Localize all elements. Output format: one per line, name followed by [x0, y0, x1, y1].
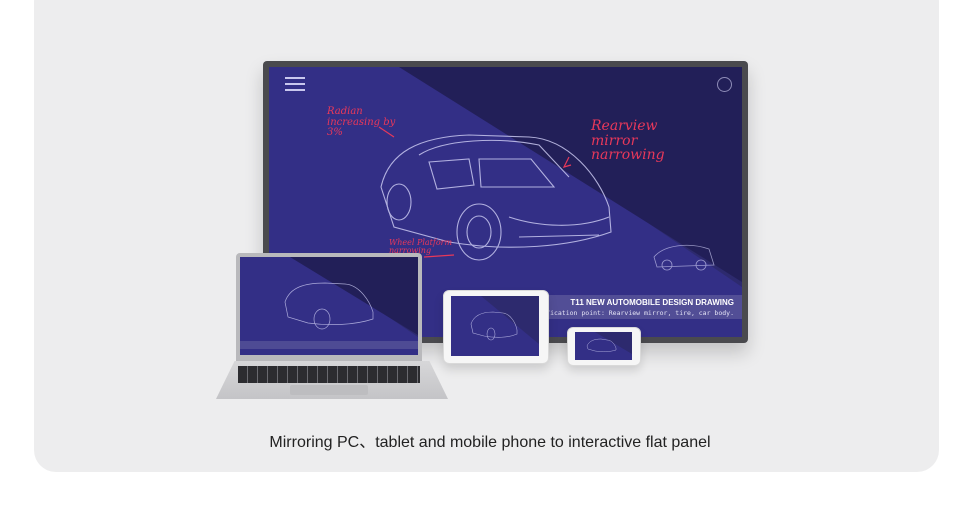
phone-screen	[575, 332, 632, 360]
phone-device	[567, 327, 641, 366]
laptop-screen	[240, 257, 418, 355]
tablet-screen	[451, 296, 539, 356]
annotation-rearview: Rearview mirror narrowing	[591, 118, 665, 164]
laptop-device	[236, 253, 422, 361]
laptop-keyboard	[238, 366, 420, 383]
mirroring-caption: Mirroring PC、tablet and mobile phone to …	[269, 434, 711, 451]
annotation-radian: Radian increasing by 3%	[327, 106, 396, 138]
tablet-device	[443, 290, 549, 364]
drawing-title: T11 NEW AUTOMOBILE DESIGN DRAWING	[570, 298, 734, 307]
drawing-subtitle: Modification point: Rearview mirror, tir…	[530, 309, 735, 317]
annotation-wheel: Wheel Platform narrowing	[389, 238, 453, 256]
laptop-trackpad	[290, 385, 368, 395]
menu-icon[interactable]	[285, 77, 305, 91]
circle-icon[interactable]	[717, 77, 732, 92]
